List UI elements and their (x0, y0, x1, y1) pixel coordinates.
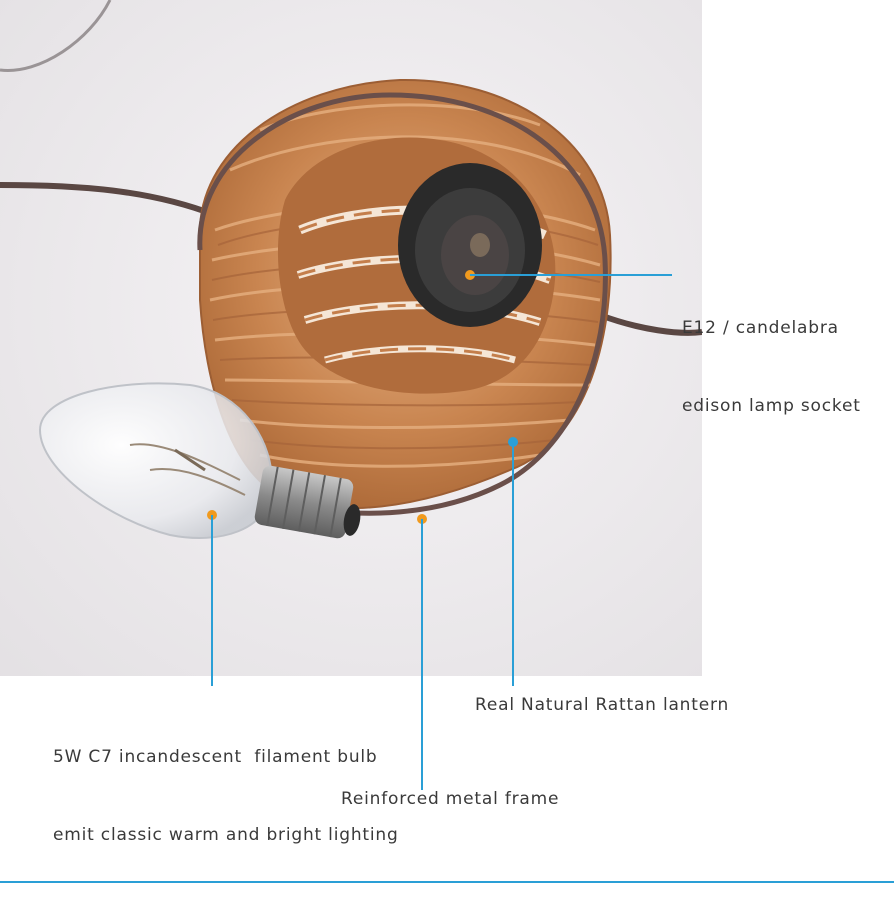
lamp-socket-shape (398, 163, 542, 327)
bulb-dot-icon (207, 510, 217, 520)
frame-dot-icon (417, 514, 427, 524)
socket-label-line2: edison lamp socket (682, 396, 861, 416)
lantern-dot-icon (508, 437, 518, 447)
c7-bulb-shape (38, 382, 361, 539)
socket-dot-icon (465, 270, 475, 280)
bottom-divider (0, 881, 894, 883)
metal-frame-shape (197, 92, 608, 516)
frame-label: Reinforced metal frame (341, 789, 560, 809)
bulb-label-line1: 5W C7 incandescent filament bulb (53, 747, 378, 767)
bulb-label: 5W C7 incandescent filament bulb emit cl… (53, 692, 399, 900)
socket-label: E12 / candelabra edison lamp socket (682, 263, 861, 471)
product-photo (0, 0, 702, 676)
lantern-label: Real Natural Rattan lantern (475, 695, 730, 715)
socket-label-line1: E12 / candelabra (682, 318, 839, 338)
bulb-label-line2: emit classic warm and bright lighting (53, 825, 399, 845)
